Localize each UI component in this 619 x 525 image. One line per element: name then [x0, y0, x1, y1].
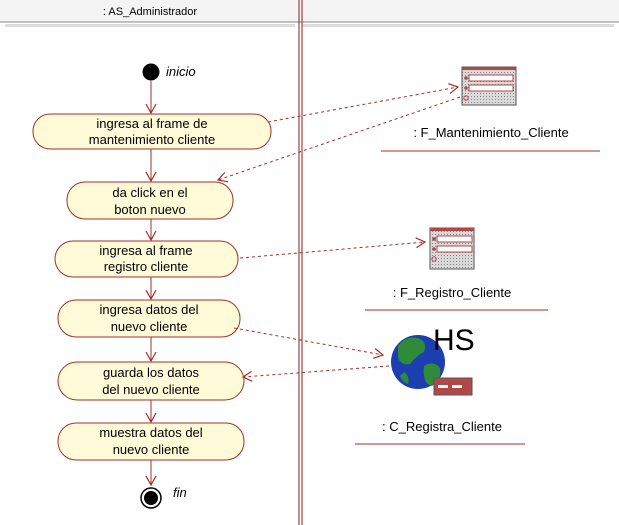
activity-node: ingresa datos del nuevo cliente [57, 299, 241, 338]
object-label-c-registra-cliente: : C_Registra_Cliente [382, 419, 502, 434]
object-flow-arrow [216, 96, 461, 183]
hs-badge: HS [433, 324, 475, 357]
activity-node: guarda los datos del nuevo cliente [57, 361, 245, 401]
activity-label: nuevo cliente [113, 442, 190, 457]
activity-label: ingresa al frame [99, 243, 192, 258]
activity-node: ingresa al frame de mantenimiento client… [32, 113, 272, 150]
object-label-f-mantenimiento-cliente: : F_Mantenimiento_Cliente [413, 125, 568, 140]
activity-label: guarda los datos [103, 365, 200, 380]
activity-node: ingresa al frame registro cliente [54, 240, 239, 278]
object-flow-arrow [267, 83, 460, 123]
activity-label: da click en el [112, 185, 187, 200]
swimlane-header: : AS_Administrador [0, 0, 619, 27]
initial-label: inicio [166, 64, 196, 79]
object-flow-arrow [239, 237, 427, 259]
form-icon [461, 66, 517, 106]
header-shadow [5, 24, 295, 27]
header-shadow [302, 24, 614, 27]
activity-label: registro cliente [104, 259, 189, 274]
activity-label: mantenimiento cliente [89, 132, 215, 147]
object-flow-arrow [241, 365, 390, 382]
object-flow-arrow [233, 327, 385, 359]
activity-node: da click en el boton nuevo [66, 181, 234, 220]
activity-node: muestra datos del nuevo cliente [57, 422, 245, 461]
activity-label: muestra datos del [99, 425, 202, 440]
object-label-f-registro-cliente: : F_Registro_Cliente [393, 285, 512, 300]
initial-node [142, 63, 160, 81]
final-label: fin [173, 485, 187, 500]
activity-label: nuevo cliente [111, 319, 188, 334]
globe-server-icon [391, 335, 473, 396]
activity-label: ingresa al frame de [96, 116, 207, 131]
activity-label: ingresa datos del [99, 302, 198, 317]
object-flows [216, 83, 461, 382]
activity-label: del nuevo cliente [102, 382, 200, 397]
final-node [140, 487, 162, 509]
form-icon [429, 227, 475, 270]
activity-label: boton nuevo [114, 202, 186, 217]
swimlane-title-administrador: : AS_Administrador [103, 6, 197, 18]
